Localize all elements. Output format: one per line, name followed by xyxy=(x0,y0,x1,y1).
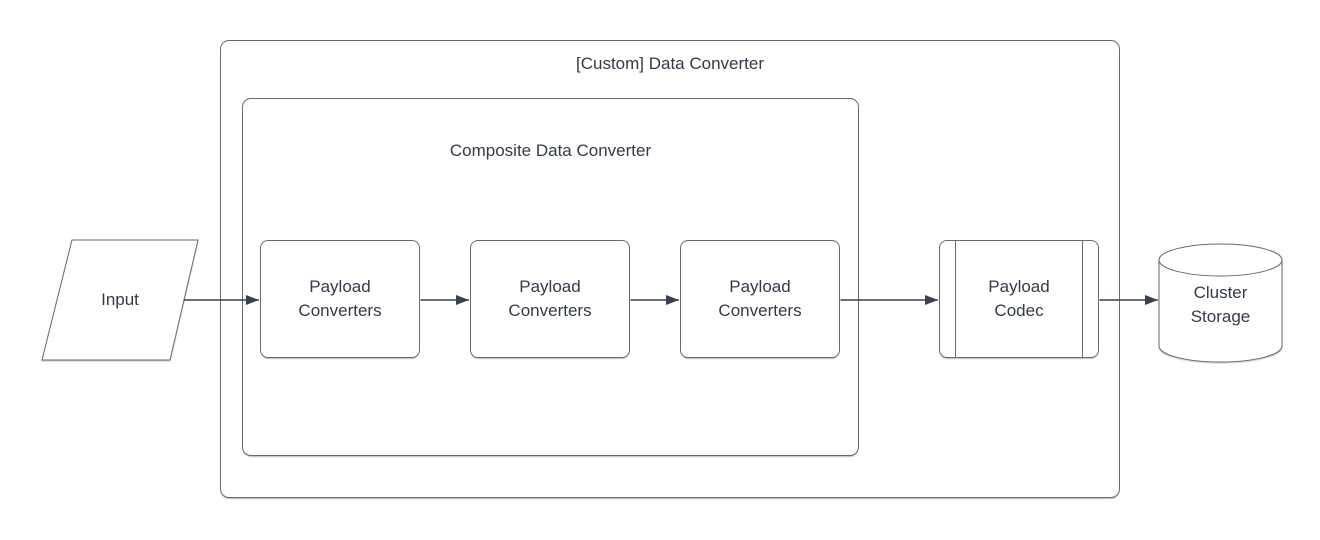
node-payload-converters-2-label: Payload Converters xyxy=(508,277,592,320)
group-custom-data-converter-title: [Custom] Data Converter xyxy=(575,54,764,73)
node-payload-converters-1: Payload Converters xyxy=(260,240,420,358)
node-payload-converters-1-label: Payload Converters xyxy=(298,277,382,320)
codec-left-bar xyxy=(955,241,956,357)
node-payload-codec: Payload Codec xyxy=(939,240,1099,358)
node-payload-codec-label: Payload Codec xyxy=(988,277,1050,320)
node-payload-converters-3-label: Payload Converters xyxy=(718,277,802,320)
node-input-label: Input xyxy=(101,290,139,309)
node-payload-converters-3: Payload Converters xyxy=(680,240,840,358)
node-cluster-storage-label: Cluster Storage xyxy=(1190,283,1251,326)
node-payload-converters-2: Payload Converters xyxy=(470,240,630,358)
group-composite-data-converter-title: Composite Data Converter xyxy=(449,141,652,160)
codec-right-bar xyxy=(1082,241,1083,357)
